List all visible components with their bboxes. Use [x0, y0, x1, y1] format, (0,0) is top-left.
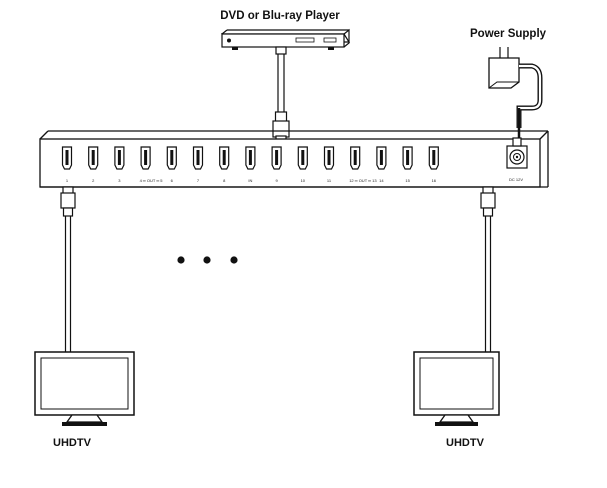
hdmi-output-port [192, 146, 204, 170]
port-label: 16 [432, 178, 437, 183]
port-label: 11 [327, 178, 332, 183]
hdmi-input-port [245, 146, 256, 170]
display-right-label: UHDTV [446, 437, 484, 449]
input-hdmi-cable [272, 46, 290, 142]
hdmi-output-port [271, 146, 282, 170]
hdmi-output-port [297, 146, 308, 170]
dvd-player-icon [220, 28, 351, 50]
port-label: 8 [223, 178, 226, 183]
power-port-label: DC 12V [509, 177, 523, 182]
port-label: 1 [66, 178, 69, 183]
port-label: 4 ═ OUT ═ 5 [140, 178, 164, 183]
hdmi-output-port [61, 146, 73, 170]
output-cable-left [60, 186, 76, 352]
hdmi-output-port [114, 146, 125, 170]
source-device-label: DVD or Blu-ray Player [220, 10, 340, 22]
output-cable-right [480, 186, 496, 352]
hdmi-output-port [166, 146, 177, 170]
power-adapter-icon [488, 47, 543, 147]
port-label: 6 [171, 178, 174, 183]
power-supply-label: Power Supply [470, 28, 547, 40]
hdmi-output-port [402, 146, 413, 170]
port-label: 2 [92, 178, 95, 183]
hdmi-ports [61, 146, 439, 170]
hdmi-output-port [219, 146, 230, 170]
hdmi-output-port [88, 146, 99, 170]
tv-icon [413, 351, 500, 426]
display-left-label: UHDTV [53, 437, 91, 449]
hdmi-output-port [428, 146, 439, 170]
hdmi-output-port [140, 146, 151, 170]
port-label: IN [248, 178, 252, 183]
port-label: 14 [379, 178, 384, 183]
port-label: 10 [301, 178, 306, 183]
port-label: 7 [197, 178, 200, 183]
ellipsis-icon [177, 256, 238, 264]
tv-icon [34, 351, 135, 426]
port-label: 3 [118, 178, 121, 183]
hdmi-output-port [376, 146, 387, 170]
hdmi-output-port [350, 146, 361, 170]
port-label: 15 [405, 178, 410, 183]
dc-power-jack: DC 12V [506, 145, 528, 182]
port-label: 9 [275, 178, 278, 183]
hdmi-output-port [323, 146, 335, 170]
port-label: 12 ═ OUT ═ 13 [349, 178, 377, 183]
